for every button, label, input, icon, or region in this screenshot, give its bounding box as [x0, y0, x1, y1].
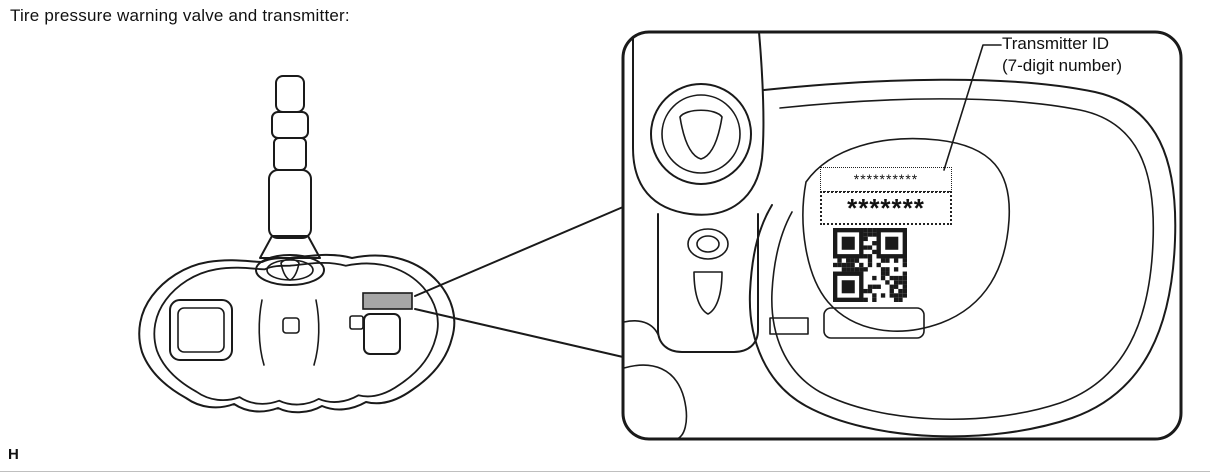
qr-code-icon	[833, 228, 907, 302]
transmitter-id-callout: Transmitter ID (7-digit number)	[1002, 33, 1122, 77]
figure-title: Tire pressure warning valve and transmit…	[10, 6, 350, 25]
transmitter-id-label-line2: (7-digit number)	[1002, 56, 1122, 75]
masked-transmitter-id: ********** *******	[820, 167, 952, 225]
transmitter-id-leader-line	[943, 44, 1002, 171]
masked-transmitter-id-row1: **********	[820, 167, 952, 192]
detail-sensor-body	[748, 78, 1177, 438]
detail-valve-stem	[623, 32, 765, 439]
id-label-location-marker	[362, 292, 413, 310]
valve-stem-drawing	[255, 75, 325, 286]
sensor-body-drawing	[138, 253, 456, 414]
page-footer-marker: H	[8, 446, 19, 463]
transmitter-id-label-line1: Transmitter ID	[1002, 34, 1110, 53]
page-bottom-rule	[0, 471, 1210, 472]
zoom-leader-lines	[414, 206, 624, 358]
detail-view-box	[621, 30, 1183, 441]
masked-transmitter-id-row2: *******	[820, 191, 952, 225]
